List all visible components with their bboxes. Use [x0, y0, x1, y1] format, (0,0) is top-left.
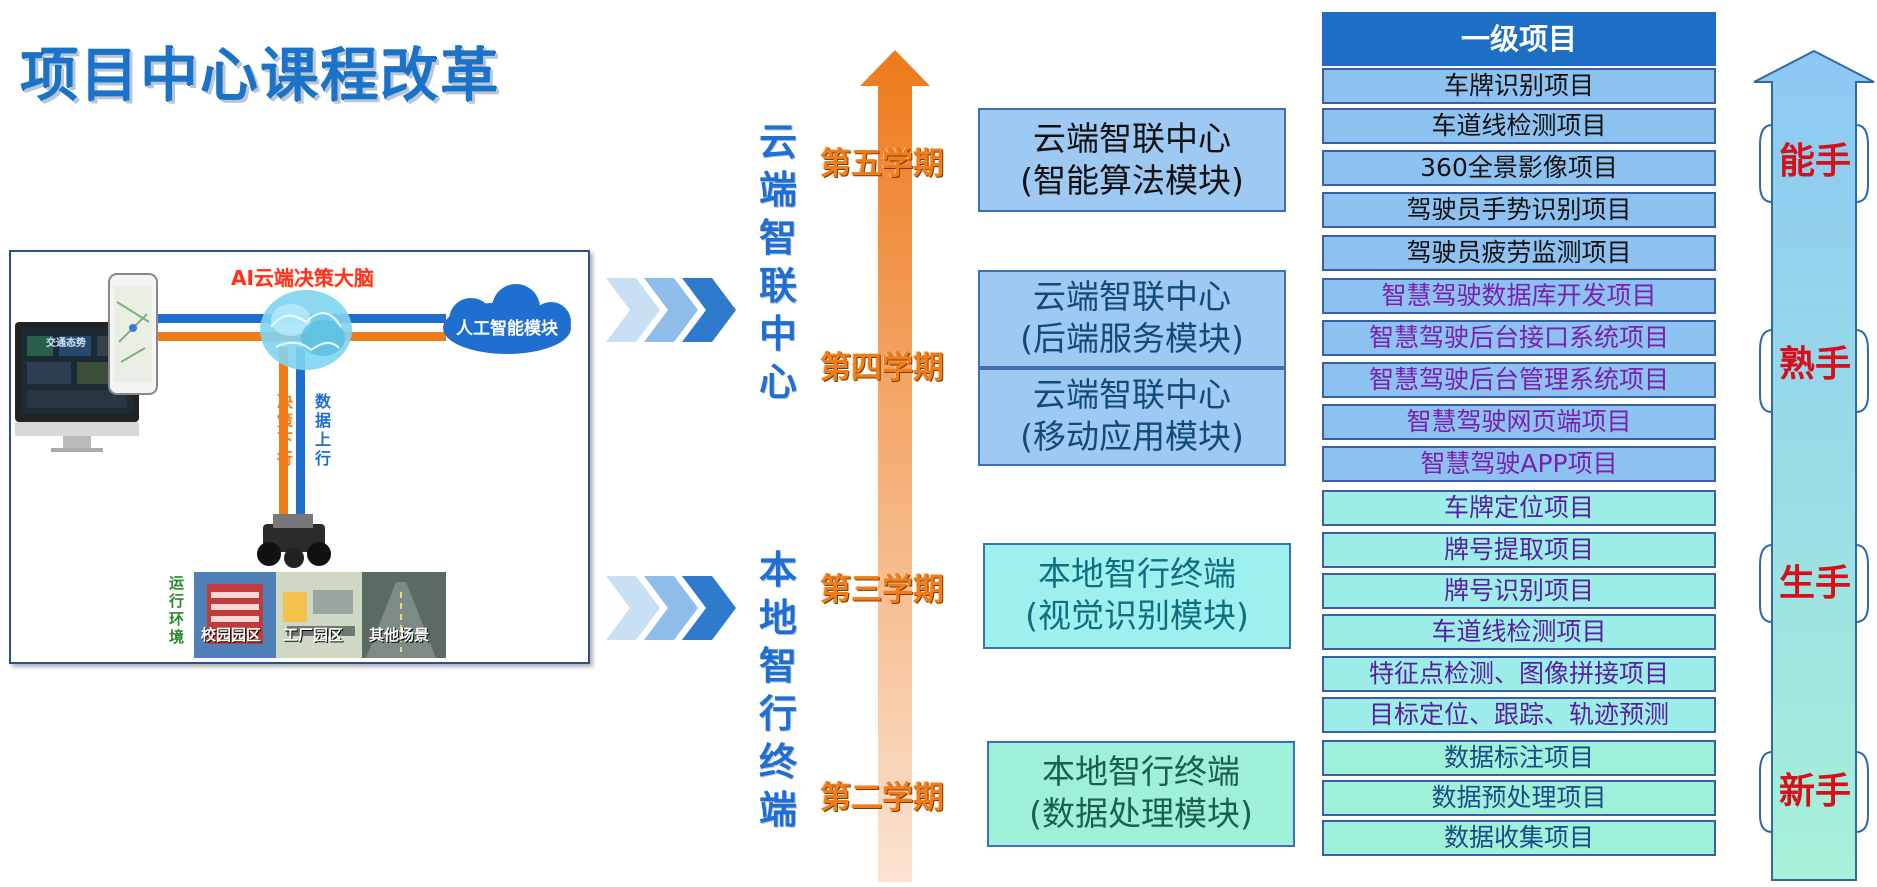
module-data-processing: 本地智行终端 (数据处理模块): [987, 741, 1295, 847]
semester-3: 第三学期: [820, 572, 944, 608]
module-title: 云端智联中心: [1033, 375, 1231, 414]
scene-label-factory: 工厂园区: [283, 626, 344, 644]
project-item: 车牌识别项目: [1322, 68, 1716, 104]
other-scene: [362, 572, 446, 658]
module-title: 本地智行终端: [1038, 554, 1236, 593]
level-beginner: 新手: [1778, 771, 1851, 812]
module-subtitle: (视觉识别模块): [1025, 596, 1249, 635]
project-item: 驾驶员疲劳监测项目: [1322, 235, 1716, 271]
module-visual-recognition: 本地智行终端 (视觉识别模块): [983, 543, 1291, 649]
project-item: 360全景影像项目: [1322, 150, 1716, 186]
module-title: 云端智联中心: [1033, 119, 1231, 158]
group-label-local: 本地智行终端: [758, 548, 797, 832]
semester-5: 第五学期: [820, 146, 944, 182]
cloud-label: 人工智能模块: [456, 319, 558, 339]
project-item: 数据收集项目: [1322, 820, 1716, 856]
phone-icon: [108, 273, 158, 395]
project-item: 目标定位、跟踪、轨迹预测: [1322, 697, 1716, 733]
module-smart-algorithm: 云端智联中心 (智能算法模块): [978, 108, 1286, 212]
module-backend-service: 云端智联中心 (后端服务模块): [978, 270, 1286, 368]
project-item: 车牌定位项目: [1322, 490, 1716, 526]
level-novice: 生手: [1778, 563, 1851, 604]
semester-4: 第四学期: [820, 350, 944, 386]
module-title: 云端智联中心: [1033, 277, 1231, 316]
project-item: 智慧驾驶数据库开发项目: [1322, 278, 1716, 314]
project-item: 牌号识别项目: [1322, 573, 1716, 609]
project-item: 牌号提取项目: [1322, 532, 1716, 568]
project-header: 一级项目: [1322, 12, 1716, 66]
robot-car-icon: [257, 514, 331, 568]
system-diagram: AI云端决策大脑 人工智能模块 决策下行 数据上行 运行环境 交通态势 校园园区…: [9, 250, 590, 664]
module-subtitle: (数据处理模块): [1029, 794, 1253, 833]
chevron-right-icon-lower: [606, 576, 736, 640]
project-item: 智慧驾驶APP项目: [1322, 446, 1716, 482]
factory-scene: [276, 572, 362, 658]
scene-label-other: 其他场景: [369, 626, 430, 644]
screen-label: 交通态势: [46, 338, 86, 349]
data-up-label: 数据上行: [315, 392, 332, 468]
project-item: 车道线检测项目: [1322, 108, 1716, 144]
chevron-right-icon-upper: [606, 278, 736, 342]
brain-icon: [260, 290, 352, 370]
module-title: 本地智行终端: [1042, 752, 1240, 791]
project-item: 智慧驾驶后台管理系统项目: [1322, 362, 1716, 398]
project-item: 数据标注项目: [1322, 740, 1716, 776]
project-item: 智慧驾驶后台接口系统项目: [1322, 320, 1716, 356]
semester-2: 第二学期: [820, 780, 944, 816]
module-subtitle: (智能算法模块): [1020, 161, 1244, 200]
brain-label: AI云端决策大脑: [231, 266, 374, 290]
module-mobile-app: 云端智联中心 (移动应用模块): [978, 368, 1286, 466]
data-up-line: [296, 347, 305, 527]
page-title: 项目中心课程改革: [20, 41, 501, 109]
environment-label: 运行环境: [169, 574, 185, 646]
project-item: 智慧驾驶网页端项目: [1322, 404, 1716, 440]
skill-level-arrow: [1753, 50, 1875, 881]
module-subtitle: (后端服务模块): [1020, 319, 1244, 358]
level-skilled: 熟手: [1778, 344, 1851, 385]
scene-label-campus: 校园园区: [201, 626, 262, 644]
cloud-icon: [443, 284, 571, 354]
campus-scene: [194, 572, 276, 658]
project-item: 驾驶员手势识别项目: [1322, 192, 1716, 228]
project-item: 数据预处理项目: [1322, 780, 1716, 816]
timeline-arrow: [860, 50, 930, 882]
module-subtitle: (移动应用模块): [1020, 417, 1244, 456]
level-expert: 能手: [1778, 141, 1851, 182]
group-label-cloud: 云端智联中心: [758, 120, 797, 404]
project-item: 车道线检测项目: [1322, 614, 1716, 650]
decision-down-label: 决策下行: [277, 392, 294, 468]
decision-down-line: [279, 347, 288, 527]
project-item: 特征点检测、图像拼接项目: [1322, 656, 1716, 692]
